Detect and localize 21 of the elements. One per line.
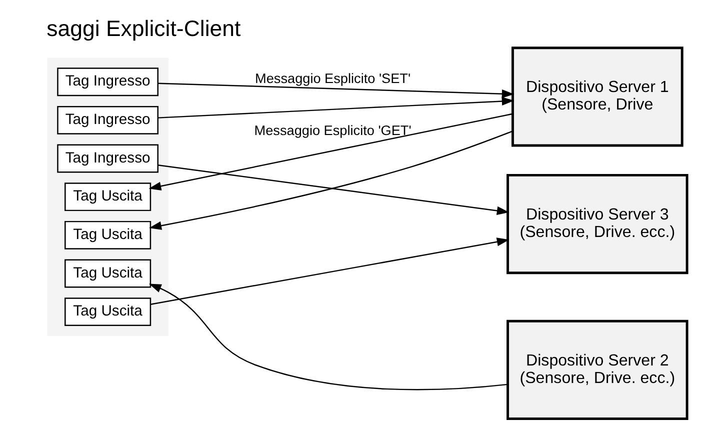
arrow [148,113,513,190]
node-box: Dispositivo Server 1 (Sensore, Drive [511,46,684,147]
node-box: Tag Ingresso [57,68,158,96]
cluster [47,58,168,336]
node-box: Tag Ingresso [57,144,158,173]
diagram-title: saggi Explicit-Client [46,16,241,41]
edge-label: Messaggio Esplicito 'SET' [255,70,411,86]
arrow [158,164,510,215]
node-box: Dispositivo Server 3 (Sensore, Drive. ecc.) [506,174,688,274]
arrow [149,130,512,230]
arrow [158,96,514,118]
node-box: Tag Uscita [64,182,152,212]
arrow [158,82,514,98]
node-box: Dispositivo Server 2 (Sensore, Drive. ecc.) [506,320,688,420]
node-box: Tag Ingresso [57,106,158,134]
arrow [148,284,508,390]
node-box: Tag Uscita [64,220,152,250]
arrow [150,238,510,305]
node-box: Tag Uscita [64,298,152,326]
node-box: Tag Uscita [64,259,152,288]
edge-label: Messaggio Esplicito 'GET' [254,122,412,138]
